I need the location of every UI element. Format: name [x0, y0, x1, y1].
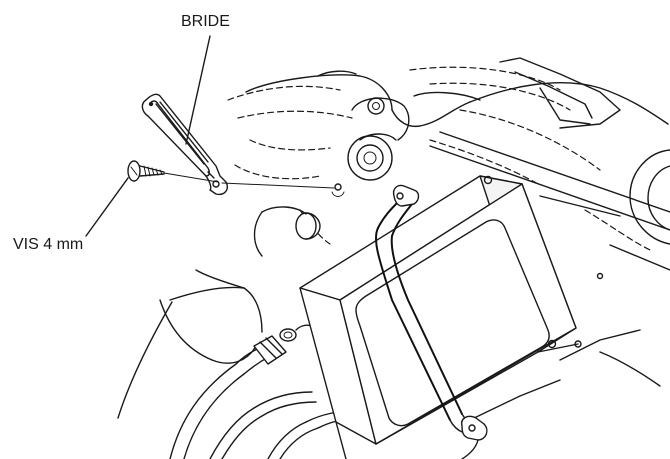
wire-harness: [169, 324, 361, 459]
leader-lines: [85, 35, 335, 237]
pulley-boss: [347, 97, 410, 181]
bride-leader-line: [185, 35, 211, 145]
vis-leader-line: [85, 177, 129, 237]
background-frame-outline: [227, 66, 651, 251]
control-box: [299, 175, 661, 459]
box-handle: [374, 184, 488, 459]
engine-block-outline: [245, 57, 670, 271]
bracket-part: [141, 93, 228, 196]
rubber-plug: [253, 206, 321, 257]
bride-label: BRIDE: [181, 13, 230, 30]
left-body-outline: [117, 269, 263, 419]
mounting-hole: [331, 183, 345, 197]
screw-part: [127, 160, 165, 182]
vis-label: VIS 4 mm: [13, 236, 84, 253]
